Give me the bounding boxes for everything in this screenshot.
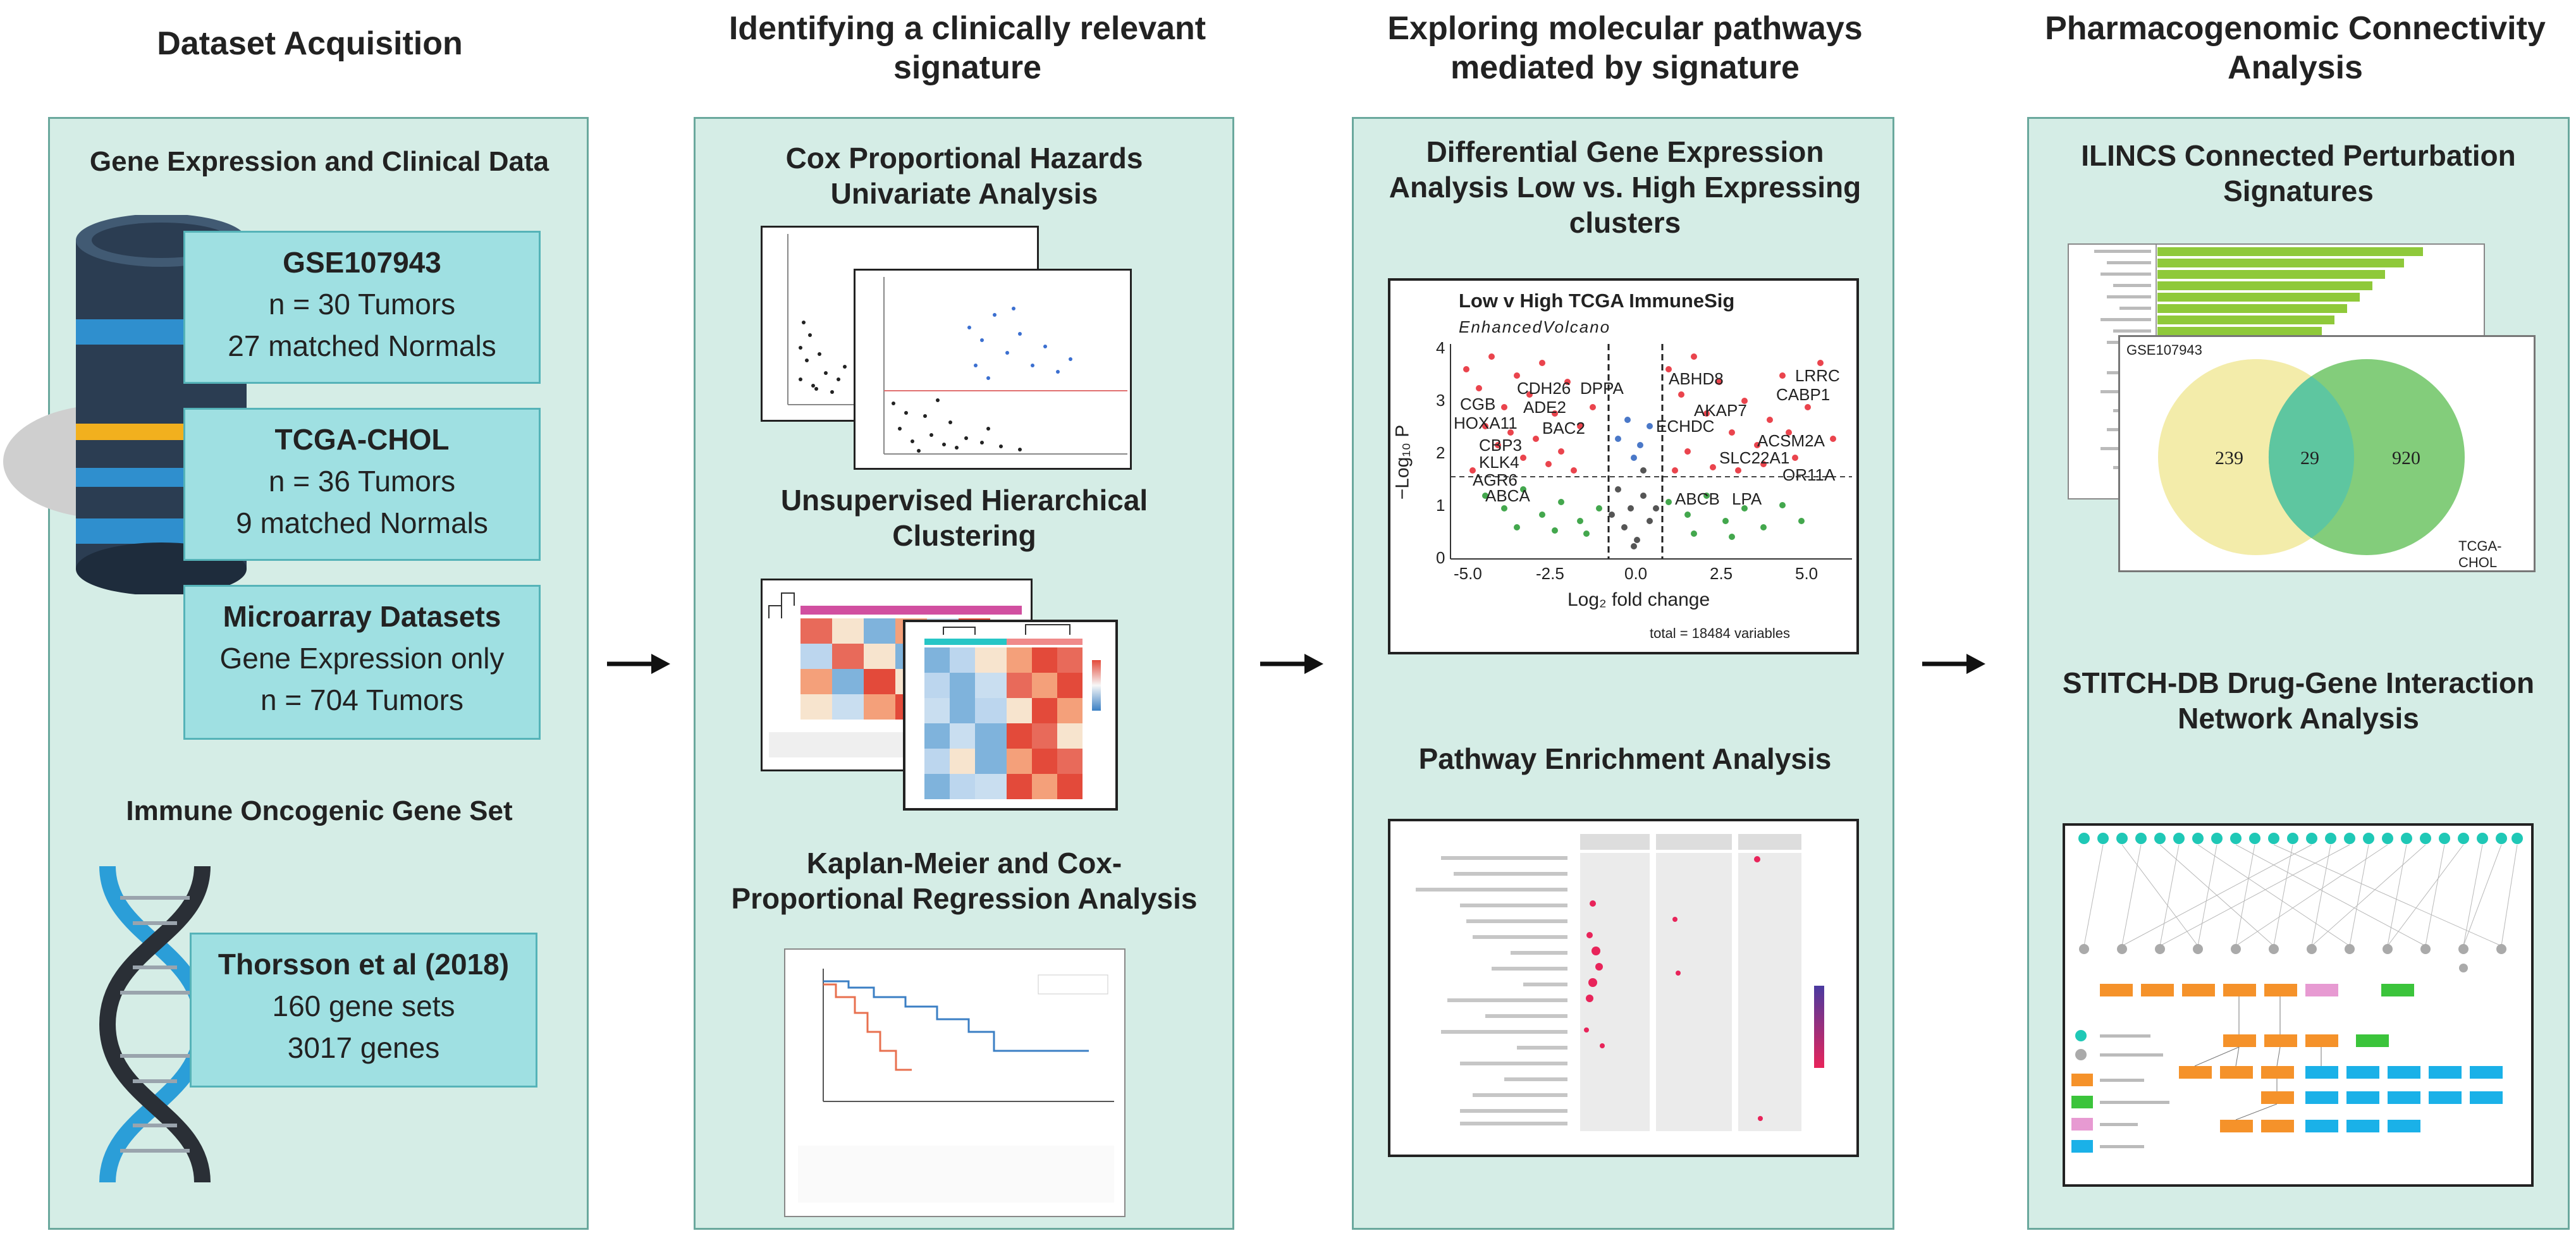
volcano-gene-label: ADE2 [1523, 398, 1566, 417]
column-title-pharmacogenomic: Pharmacogenomic Connectivity Analysis [2045, 10, 2546, 86]
volcano-xtick: 2.5 [1710, 564, 1733, 583]
cox-heading: Cox Proportional Hazards Univariate Anal… [785, 142, 1143, 210]
volcano-ytick: 2 [1436, 443, 1445, 462]
volcano-plot: Low v High TCGA ImmuneSig EnhancedVolcan… [1388, 278, 1859, 654]
venn-right-label: TCGA-CHOL [2458, 538, 2502, 570]
heatmap-front [903, 620, 1118, 811]
volcano-gene-label: ABCA [1485, 486, 1530, 505]
gse107943-box: GSE107943 n = 30 Tumors 27 matched Norma… [183, 231, 541, 384]
pathway-heading: Pathway Enrichment Analysis [1418, 742, 1832, 775]
volcano-gene-label: LPA [1732, 489, 1762, 508]
cox-scatter [883, 277, 1127, 455]
column-title-dataset: Dataset Acquisition [157, 25, 463, 62]
volcano-gene-label: AKAP7 [1694, 401, 1747, 420]
arrow-right-icon [607, 654, 670, 674]
thorsson-title: Thorsson et al (2018) [218, 948, 510, 981]
volcano-xtick: -2.5 [1536, 564, 1564, 583]
thorsson-box: Thorsson et al (2018) 160 gene sets 3017… [190, 933, 537, 1088]
volcano-gene-label: CABP1 [1776, 385, 1831, 404]
volcano-gene-label: AGR6 [1473, 470, 1518, 489]
microarray-box: Microarray Datasets Gene Expression only… [183, 585, 541, 740]
volcano-gene-label: OR11A [1782, 465, 1836, 484]
stitch-network [2063, 823, 2534, 1187]
ilincs-heading: ILINCS Connected Perturbation Signatures [2081, 139, 2516, 207]
km-plot [784, 948, 1125, 1217]
venn-right-count: 920 [2392, 448, 2420, 469]
gse107943-tumors: n = 30 Tumors [268, 288, 456, 321]
volcano-total: total = 18484 variables [1650, 625, 1790, 641]
gse107943-normals: 27 matched Normals [228, 329, 496, 362]
volcano-gene-label: LRRC [1795, 366, 1840, 385]
microarray-gene-expression: Gene Expression only [219, 642, 505, 675]
gse107943-title: GSE107943 [283, 246, 441, 279]
arrow-right-icon [1260, 654, 1323, 674]
volcano-gene-label: ECHDC [1656, 417, 1715, 436]
microarray-title: Microarray Datasets [223, 600, 501, 633]
volcano-ytick: 0 [1436, 548, 1445, 567]
volcano-subtitle: EnhancedVolcano [1459, 317, 1611, 336]
thorsson-gene-sets: 160 gene sets [272, 990, 455, 1022]
km-heading: Kaplan-Meier and Cox-Proportional Regres… [731, 847, 1198, 915]
volcano-xtick: 0.0 [1624, 564, 1648, 583]
arrow-right-icon [1922, 654, 1985, 674]
volcano-gene-label: CDH26 [1517, 379, 1571, 398]
volcano-gene-label: CGB [1460, 395, 1496, 414]
volcano-gene-label: BAC2 [1542, 419, 1585, 438]
volcano-gene-label: CBP3 [1479, 436, 1522, 455]
pathway-dotplot [1388, 819, 1859, 1157]
volcano-ytick: 4 [1436, 338, 1445, 357]
venn-overlap-count: 29 [2300, 448, 2319, 469]
volcano-gene-label: SLC22A1 [1719, 448, 1790, 467]
venn-diagram: GSE107943 TCGA-CHOL 239 29 920 [2118, 335, 2536, 572]
column-title-signature: Identifying a clinically relevant signat… [728, 10, 1206, 86]
thorsson-genes: 3017 genes [287, 1031, 440, 1064]
dge-heading: Differential Gene Expression Analysis Lo… [1389, 135, 1861, 239]
gene-expression-heading: Gene Expression and Clinical Data [89, 146, 549, 177]
volcano-gene-label: ABCB [1675, 489, 1720, 508]
volcano-gene-label: KLK4 [1479, 453, 1519, 472]
stitch-heading: STITCH-DB Drug-Gene Interaction Network … [2062, 666, 2535, 735]
column-title-pathways: Exploring molecular pathways mediated by… [1387, 10, 1863, 86]
tcga-chol-normals: 9 matched Normals [236, 506, 488, 539]
tcga-chol-title: TCGA-CHOL [274, 423, 450, 456]
volcano-gene-label: ABHD8 [1669, 369, 1724, 388]
volcano-gene-label: HOXA11 [1454, 414, 1518, 432]
volcano-xlabel: Log₂ fold change [1567, 589, 1710, 610]
venn-left-label: GSE107943 [2126, 342, 2202, 358]
volcano-title: Low v High TCGA ImmuneSig [1459, 290, 1735, 312]
tcga-chol-box: TCGA-CHOL n = 36 Tumors 9 matched Normal… [183, 408, 541, 561]
clustering-heading: Unsupervised Hierarchical Clustering [780, 484, 1148, 552]
cox-plot-front [854, 269, 1132, 470]
immune-gene-set-heading: Immune Oncogenic Gene Set [126, 795, 513, 826]
venn-left-count: 239 [2215, 448, 2243, 469]
volcano-xtick: -5.0 [1454, 564, 1482, 583]
tcga-chol-tumors: n = 36 Tumors [268, 465, 456, 498]
volcano-ytick: 1 [1436, 496, 1445, 515]
volcano-gene-label: ACSM2A [1757, 431, 1825, 450]
volcano-xtick: 5.0 [1795, 564, 1819, 583]
microarray-tumors: n = 704 Tumors [261, 683, 463, 716]
volcano-ytick: 3 [1436, 391, 1445, 410]
volcano-gene-label: DPPA [1580, 379, 1624, 398]
